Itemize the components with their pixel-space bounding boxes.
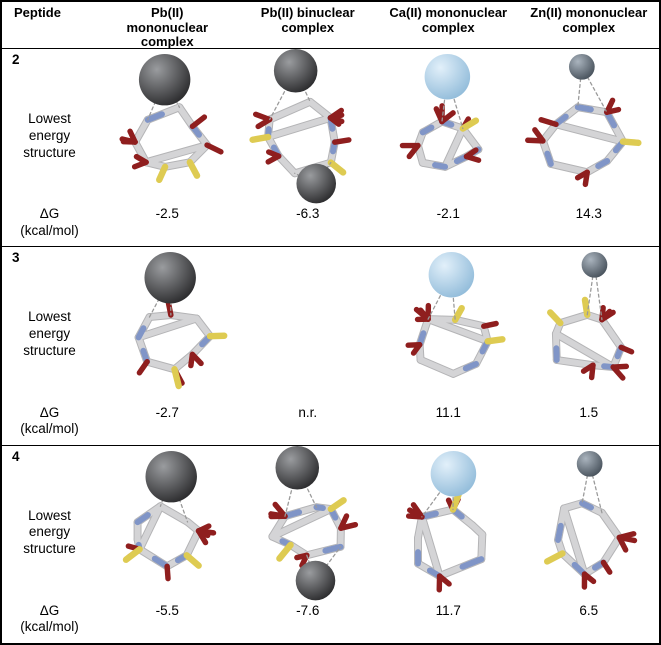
dg-value: n.r. (298, 404, 318, 420)
cell-zn-mononuclear: 1.5 (519, 247, 660, 444)
dg-label: ΔG (kcal/mol) (20, 404, 79, 436)
peptide-number: 2 (12, 52, 20, 67)
table-header: Peptide Pb(II) mononuclear complex Pb(II… (2, 2, 659, 50)
structure-image (378, 446, 519, 602)
cell-pb-mononuclear: -5.5 (97, 446, 238, 643)
dg-value: -6.3 (296, 206, 320, 222)
dg-value: 6.5 (579, 602, 599, 618)
structure-label: Lowest energy structure (23, 110, 76, 160)
cell-zn-mononuclear: 14.3 (519, 49, 660, 246)
dg-value: -5.5 (155, 602, 179, 618)
dg-value: 11.7 (435, 602, 461, 618)
dg-value: -2.5 (155, 206, 179, 222)
cell-pb-binuclear: n.r. (238, 247, 379, 444)
cell-pb-mononuclear: -2.7 (97, 247, 238, 444)
column-header-pb-binuclear: Pb(II) binuclear complex (260, 5, 355, 35)
peptide-number: 4 (12, 448, 20, 464)
dg-value: -2.1 (436, 206, 460, 222)
table-row-peptide-4: 4 Lowest energy structure ΔG (kcal/mol) … (2, 444, 660, 643)
row-label-column: 3 Lowest energy structure ΔG (kcal/mol) (2, 247, 97, 444)
structure-image-empty (238, 247, 379, 403)
structure-label: Lowest energy structure (23, 507, 76, 557)
row-label-column: 2 Lowest energy structure ΔG (kcal/mol) (2, 49, 97, 246)
cell-ca-mononuclear: -2.1 (378, 49, 519, 246)
dg-label: ΔG (kcal/mol) (20, 602, 79, 635)
cell-ca-mononuclear: 11.7 (378, 446, 519, 643)
dg-value: -7.6 (296, 602, 320, 618)
dg-value: 11.1 (435, 404, 461, 420)
structure-image (519, 446, 660, 602)
structure-label: Lowest energy structure (23, 309, 76, 358)
structure-image (97, 446, 238, 602)
dg-value: -2.7 (155, 404, 179, 420)
peptide-number: 3 (12, 250, 20, 266)
cell-zn-mononuclear: 6.5 (519, 446, 660, 643)
structure-image (378, 247, 519, 403)
structure-image (97, 247, 238, 403)
cell-ca-mononuclear: 11.1 (378, 247, 519, 444)
structure-image (238, 49, 379, 205)
column-header-pb-mononuclear: Pb(II) mononuclear complex (126, 5, 209, 50)
column-header-peptide: Peptide (14, 5, 61, 20)
structure-image (519, 49, 660, 205)
cell-pb-mononuclear: -2.5 (97, 49, 238, 246)
dg-label: ΔG (kcal/mol) (20, 206, 79, 238)
structure-image (97, 49, 238, 205)
column-header-ca-mononuclear: Ca(II) mononuclear complex (389, 5, 508, 35)
table-row-peptide-3: 3 Lowest energy structure ΔG (kcal/mol) … (2, 246, 659, 444)
cell-pb-binuclear: -7.6 (238, 445, 379, 643)
dg-value: 14.3 (575, 206, 602, 222)
cell-pb-binuclear: -6.3 (238, 49, 379, 246)
dg-value: 1.5 (579, 404, 599, 420)
structure-image (378, 49, 519, 205)
row-label-column: 4 Lowest energy structure ΔG (kcal/mol) (2, 446, 97, 643)
table-row-peptide-2: 2 Lowest energy structure ΔG (kcal/mol) … (2, 48, 659, 246)
structure-image (238, 445, 379, 602)
column-header-zn-mononuclear: Zn(II) mononuclear complex (530, 5, 648, 35)
structure-image (519, 247, 660, 403)
